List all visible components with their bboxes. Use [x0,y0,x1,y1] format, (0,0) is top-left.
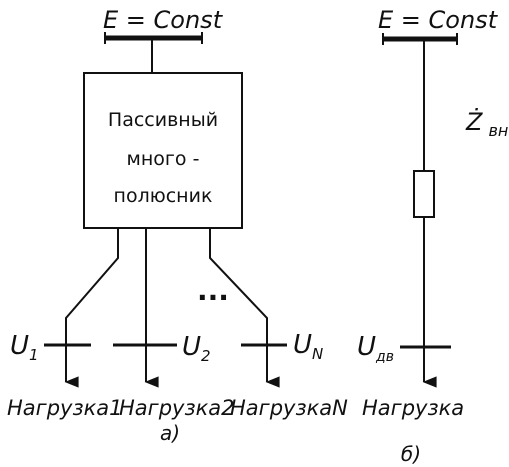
source-label-a: E = Const [103,6,224,34]
block-line-3: полюсник [114,185,213,207]
load-label-b: Нагрузка [362,396,464,420]
caption-b: б) [401,442,421,466]
load-label-2: Нагрузка2 [119,396,235,420]
passive-multipole-block [83,72,243,229]
output-wire-n [209,228,268,345]
ellipsis-dots: ... [197,274,229,307]
source-label-b: E = Const [378,6,499,34]
impedance-label: Żвн= [465,107,509,140]
block-line-2: много - [127,148,200,170]
voltage-u1-label: U1 [10,331,39,364]
voltage-udv-label: Uдв [357,332,394,365]
impedance-element [413,170,435,218]
voltage-u2-label: U2 [182,332,211,365]
voltage-un-label: UN [293,330,323,363]
block-line-1: Пассивный [108,109,218,131]
caption-a: а) [160,421,180,445]
load-label-n: НагрузкаN [230,396,348,420]
load-label-1: Нагрузка1 [7,396,123,420]
output-wire-1 [65,228,119,345]
